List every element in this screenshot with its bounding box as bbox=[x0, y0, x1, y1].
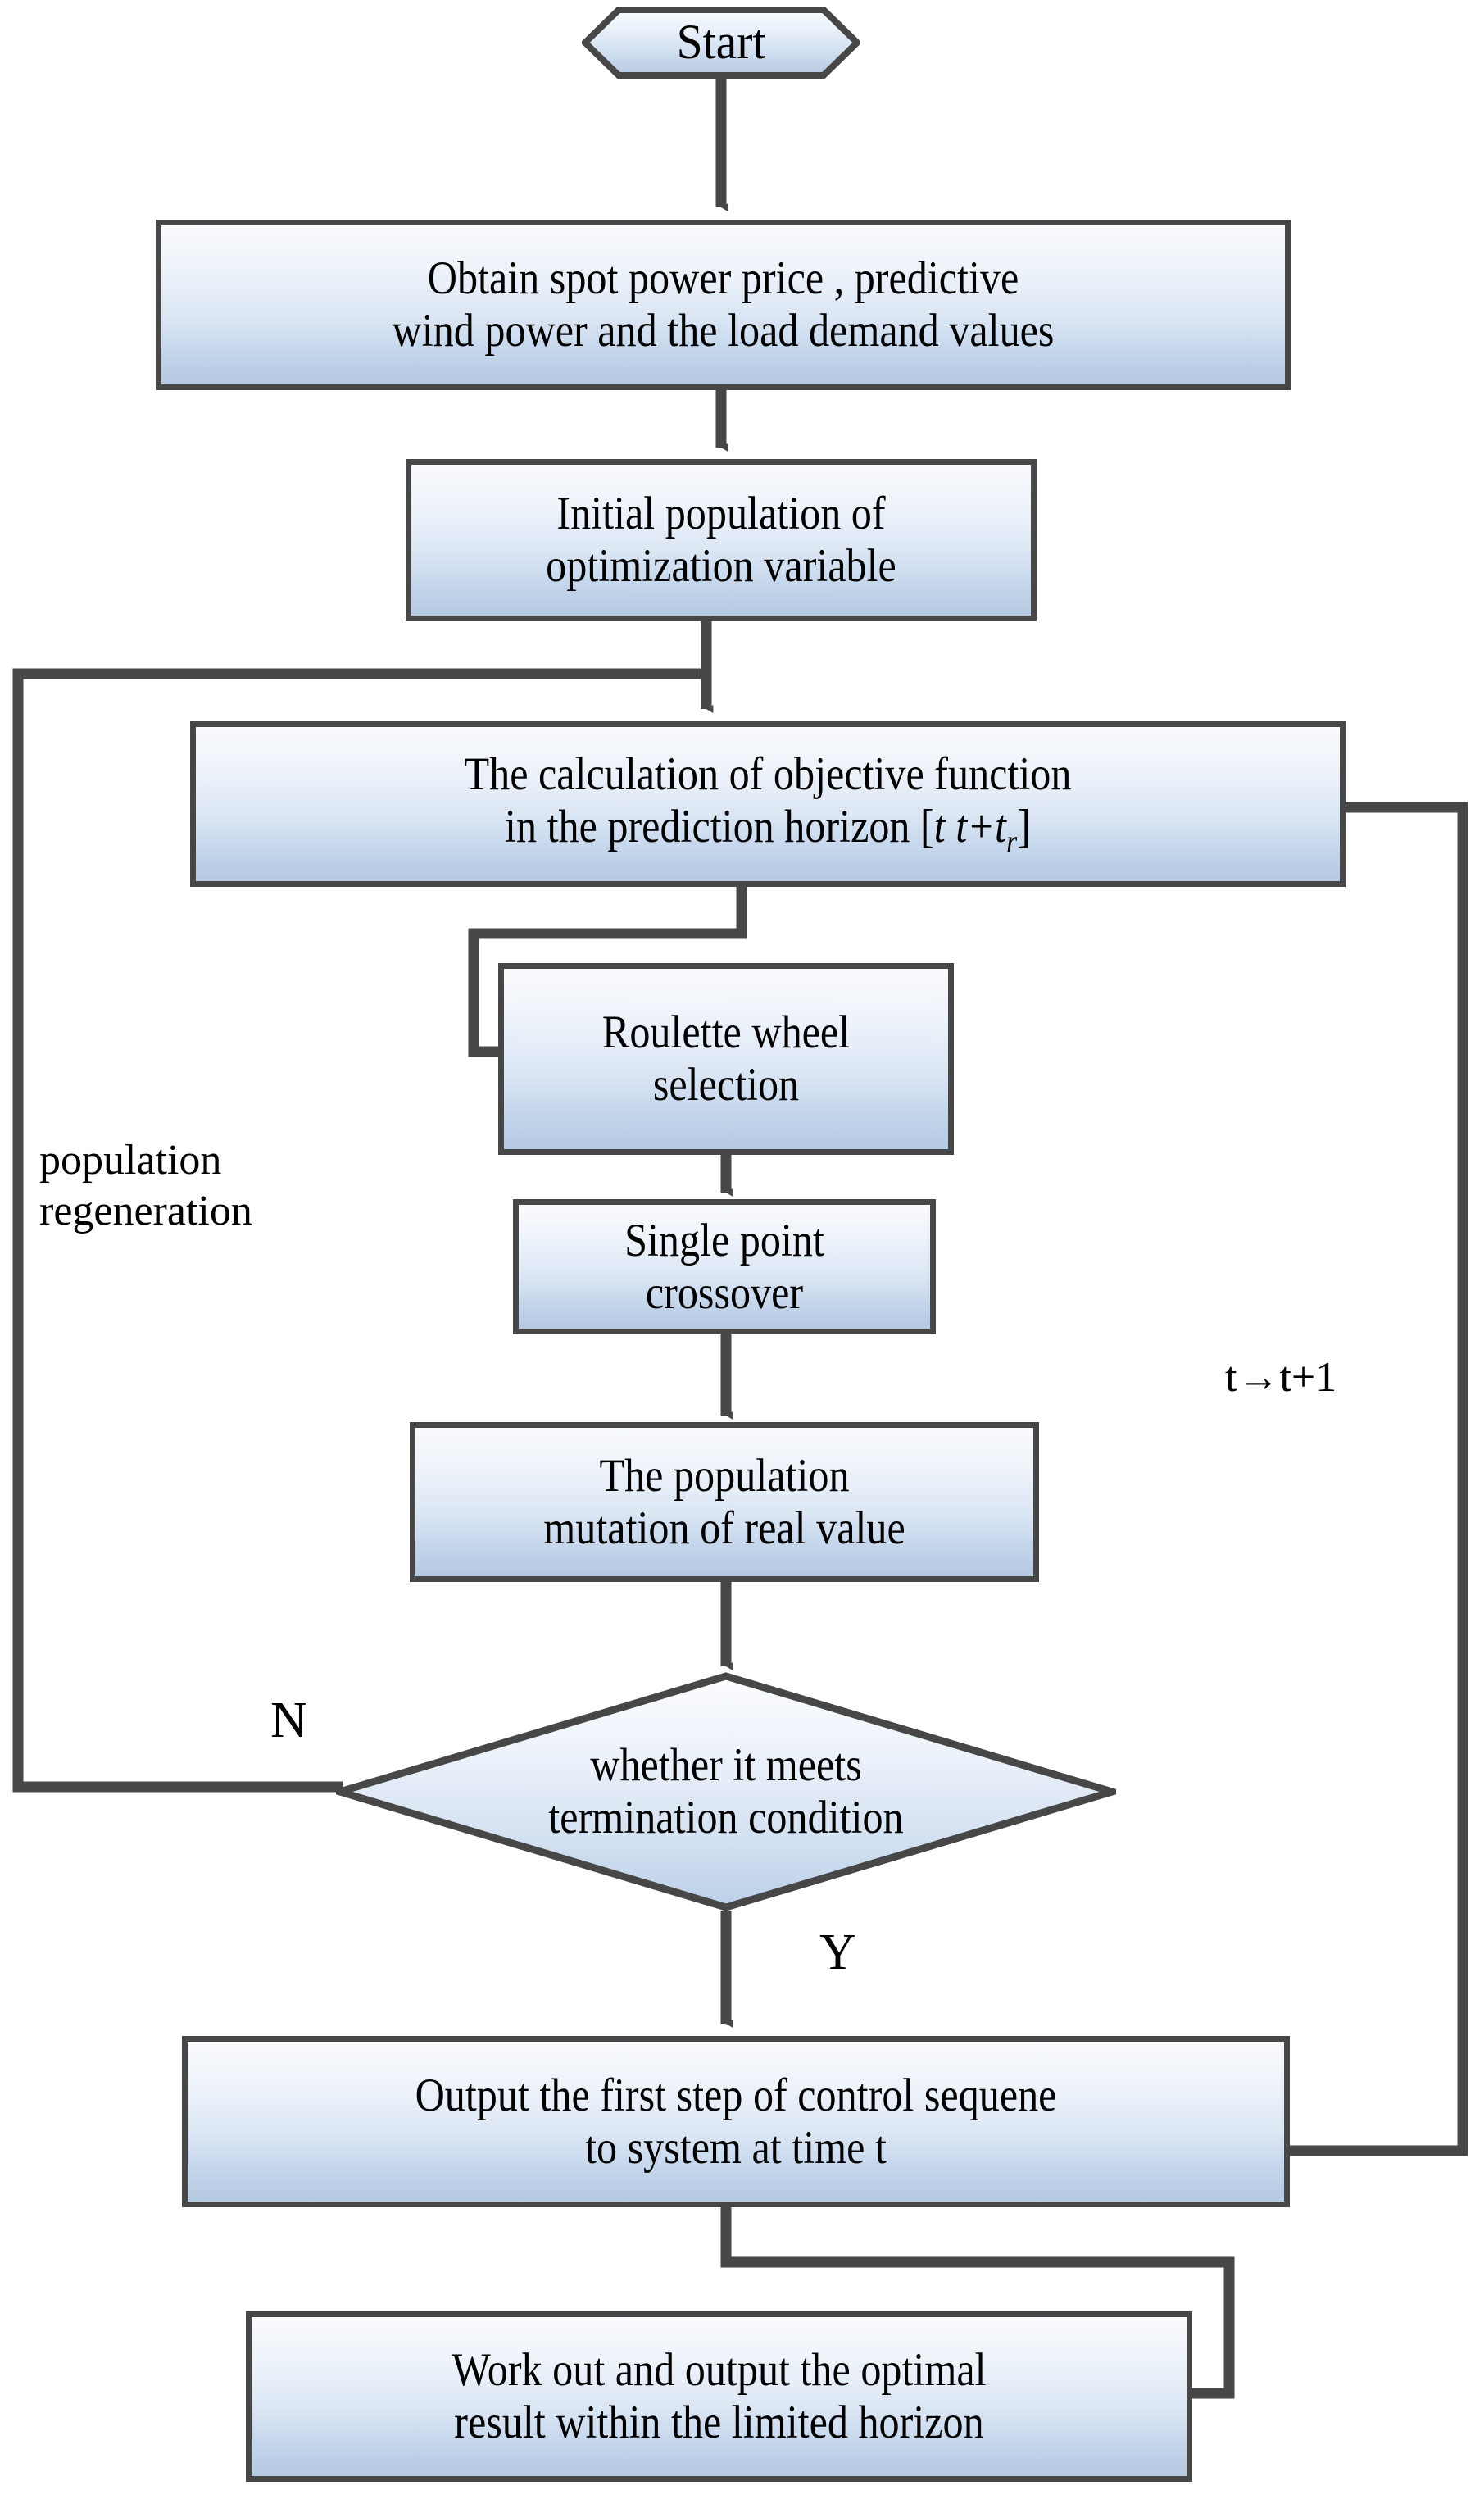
objective-line-2-t1: t bbox=[933, 801, 946, 853]
node-obtain-data[interactable]: Obtain spot power price , predictive win… bbox=[156, 220, 1291, 390]
objective-line-2-prefix: in the prediction horizon [ bbox=[505, 801, 934, 853]
objective-line-2-mid: t+t bbox=[945, 801, 1006, 853]
objective-line-2-suffix: ] bbox=[1017, 801, 1031, 853]
node-single-point-crossover-label: Single point crossover bbox=[624, 1214, 824, 1319]
node-initial-population-label: Initial population of optimization varia… bbox=[546, 488, 896, 592]
node-initial-population[interactable]: Initial population of optimization varia… bbox=[406, 459, 1037, 621]
node-output-control-label: Output the first step of control sequene… bbox=[415, 2069, 1057, 2174]
label-branch-no: N bbox=[270, 1693, 307, 1748]
node-population-mutation[interactable]: The population mutation of real value bbox=[410, 1422, 1039, 1582]
hexagon-shape bbox=[582, 7, 860, 79]
label-population-regeneration: population regeneration bbox=[39, 1137, 252, 1235]
node-output-control[interactable]: Output the first step of control sequene… bbox=[182, 2036, 1290, 2207]
node-final-result[interactable]: Work out and output the optimal result w… bbox=[246, 2311, 1192, 2482]
node-termination-decision[interactable]: whether it meets termination condition bbox=[336, 1672, 1116, 1911]
diamond-shape bbox=[336, 1672, 1116, 1911]
node-termination-decision-label: whether it meets termination condition bbox=[548, 1739, 904, 1843]
node-start-label: Start bbox=[676, 15, 766, 70]
node-obtain-data-label: Obtain spot power price , predictive win… bbox=[392, 252, 1055, 357]
node-final-result-label: Work out and output the optimal result w… bbox=[452, 2344, 987, 2448]
node-single-point-crossover[interactable]: Single point crossover bbox=[513, 1199, 936, 1334]
node-roulette-selection-label: Roulette wheel selection bbox=[601, 1007, 851, 1111]
label-time-increment: t→t+1 bbox=[1225, 1354, 1337, 1401]
node-roulette-selection[interactable]: Roulette wheel selection bbox=[498, 963, 954, 1155]
objective-line-1: The calculation of objective function bbox=[464, 748, 1072, 801]
label-branch-yes: Y bbox=[819, 1925, 856, 1980]
node-start[interactable]: Start bbox=[582, 7, 860, 79]
objective-line-2-sub: r bbox=[1005, 824, 1018, 860]
node-population-mutation-label: The population mutation of real value bbox=[543, 1449, 905, 1554]
edge-output-to-objective-loop bbox=[1289, 802, 1468, 2156]
